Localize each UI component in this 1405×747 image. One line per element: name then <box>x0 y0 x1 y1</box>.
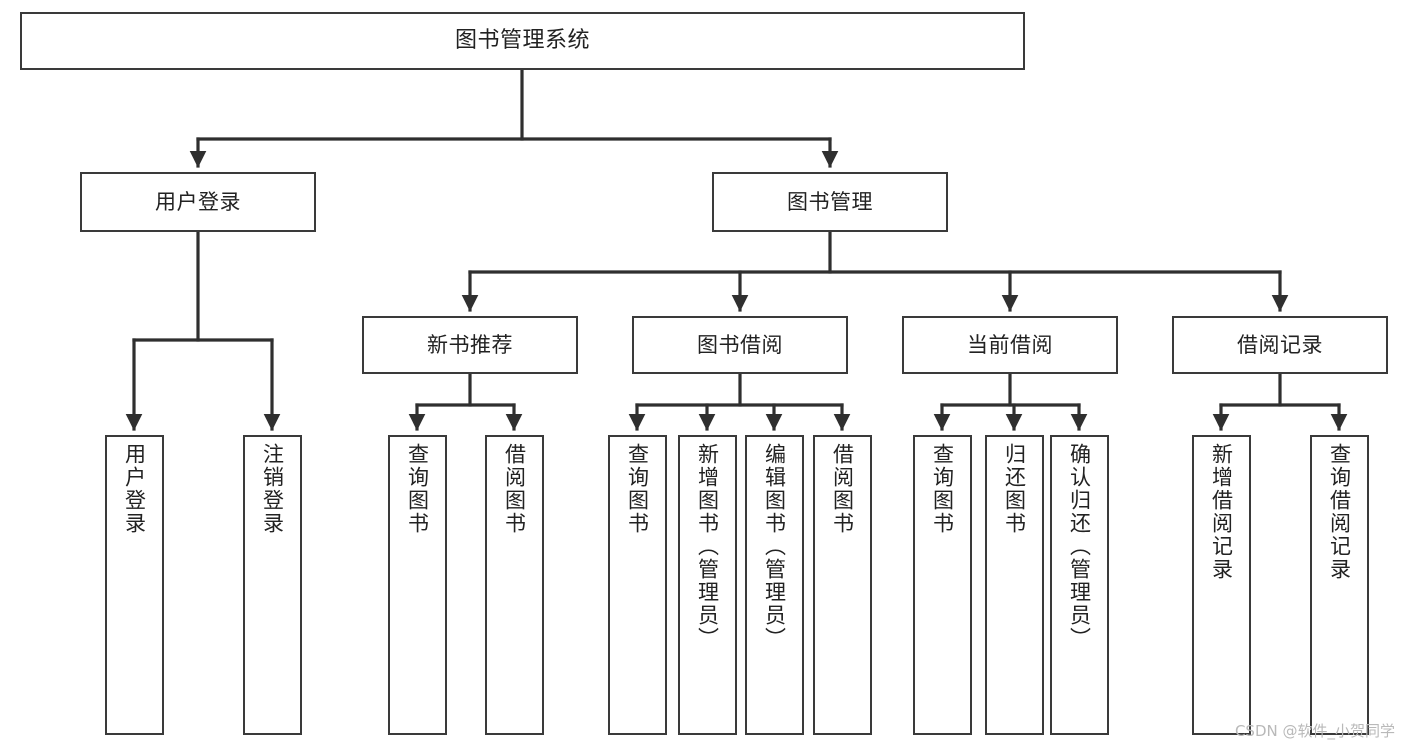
node-leaf-edit-book-admin[interactable]: 编辑图书（管理员） <box>745 435 804 735</box>
node-label: 注销登录 <box>260 443 285 535</box>
node-label: 归还图书 <box>1002 443 1027 535</box>
node-label: 新书推荐 <box>427 332 513 357</box>
node-label: 用户登录 <box>122 443 147 535</box>
node-leaf-logout[interactable]: 注销登录 <box>243 435 302 735</box>
node-leaf-borrow-book-new[interactable]: 借阅图书 <box>485 435 544 735</box>
node-new-book-recommend[interactable]: 新书推荐 <box>362 316 578 374</box>
node-label: 查询图书 <box>930 443 955 535</box>
node-borrow-record[interactable]: 借阅记录 <box>1172 316 1388 374</box>
node-label: 查询借阅记录 <box>1327 443 1352 581</box>
node-label: 借阅图书 <box>830 443 855 535</box>
node-leaf-return-book[interactable]: 归还图书 <box>985 435 1044 735</box>
node-label: 查询图书 <box>625 443 650 535</box>
node-leaf-query-book-new[interactable]: 查询图书 <box>388 435 447 735</box>
node-leaf-add-book-admin[interactable]: 新增图书（管理员） <box>678 435 737 735</box>
node-label: 图书管理系统 <box>454 27 590 53</box>
node-label: 新增图书（管理员） <box>695 443 720 650</box>
node-label: 用户登录 <box>155 189 241 214</box>
node-label: 借阅图书 <box>502 443 527 535</box>
node-label: 当前借阅 <box>967 332 1053 357</box>
node-label: 借阅记录 <box>1237 332 1323 357</box>
node-current-borrow[interactable]: 当前借阅 <box>902 316 1118 374</box>
node-book-borrow[interactable]: 图书借阅 <box>632 316 848 374</box>
node-label: 新增借阅记录 <box>1209 443 1234 581</box>
node-label: 编辑图书（管理员） <box>762 443 787 650</box>
node-label: 查询图书 <box>405 443 430 535</box>
node-label: 图书借阅 <box>697 332 783 357</box>
node-book-management-system[interactable]: 图书管理系统 <box>20 12 1025 70</box>
node-leaf-query-book-borrow[interactable]: 查询图书 <box>608 435 667 735</box>
node-book-management[interactable]: 图书管理 <box>712 172 948 232</box>
node-leaf-query-book-current[interactable]: 查询图书 <box>913 435 972 735</box>
watermark-text: CSDN @软件_小贺同学 <box>1234 722 1395 740</box>
node-leaf-add-borrow-record[interactable]: 新增借阅记录 <box>1192 435 1251 735</box>
node-leaf-lend-book[interactable]: 借阅图书 <box>813 435 872 735</box>
node-leaf-query-borrow-record[interactable]: 查询借阅记录 <box>1310 435 1369 735</box>
node-label: 图书管理 <box>787 189 873 214</box>
node-label: 确认归还（管理员） <box>1067 443 1092 650</box>
node-leaf-confirm-return-admin[interactable]: 确认归还（管理员） <box>1050 435 1109 735</box>
node-user-login[interactable]: 用户登录 <box>80 172 316 232</box>
node-leaf-user-login[interactable]: 用户登录 <box>105 435 164 735</box>
